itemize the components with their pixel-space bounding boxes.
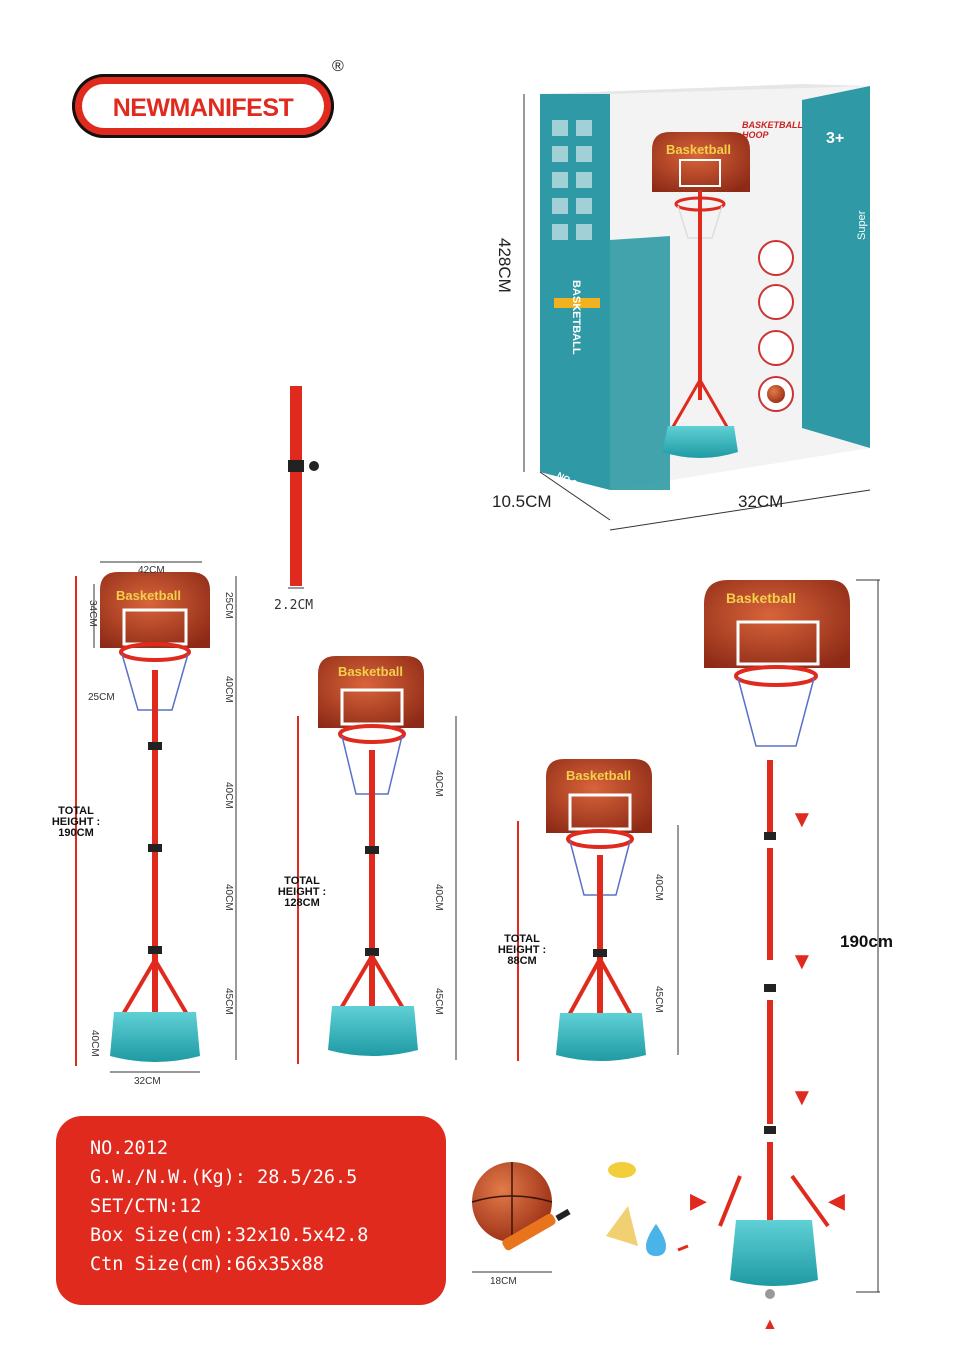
box-side-title: BASKETBALL bbox=[570, 280, 582, 355]
box-hoop-badge: BASKETBALL HOOP bbox=[742, 120, 803, 140]
right-arrow-icon: ▶ bbox=[690, 1188, 707, 1213]
ball-size-label: 18CM bbox=[490, 1276, 517, 1287]
box-width-label: 32CM bbox=[738, 492, 784, 511]
accessories-drawing bbox=[471, 1162, 689, 1273]
hoop-190-sign-text: Basketball bbox=[116, 588, 182, 603]
hoop-128-sign-text: Basketball bbox=[338, 664, 404, 679]
hoop-128-seg-1: 40CM bbox=[433, 770, 444, 797]
hoop-88-drawing bbox=[517, 759, 679, 1061]
hoop-190-figure bbox=[60, 560, 260, 1080]
hoop-88-sign-text: Basketball bbox=[566, 768, 632, 783]
spec-box-size: Box Size(cm):32x10.5x42.8 bbox=[90, 1225, 369, 1246]
hoop-190-width-label: 42CM bbox=[138, 565, 165, 576]
product-box-drawing bbox=[523, 84, 871, 531]
spec-weight: G.W./N.W.(Kg): 28.5/26.5 bbox=[90, 1167, 358, 1188]
hoop-190-seg-1: 25CM bbox=[223, 592, 234, 619]
brand-logo: NEWMANIFEST bbox=[72, 74, 334, 138]
hoop-128-figure bbox=[290, 650, 470, 1070]
box-height-label: 428CM bbox=[495, 238, 514, 293]
registered-mark: ® bbox=[332, 58, 344, 75]
left-arrow-icon: ◀ bbox=[828, 1188, 845, 1213]
hoop-128-seg-2: 40CM bbox=[433, 884, 444, 911]
hoop-190-base-width-label: 32CM bbox=[134, 1076, 161, 1087]
spec-set-ctn: SET/CTN:12 bbox=[90, 1196, 202, 1217]
pole-part-drawing bbox=[288, 386, 319, 589]
spec-ctn-size: Ctn Size(cm):66x35x88 bbox=[90, 1254, 324, 1275]
brand-logo-inner: NEWMANIFEST bbox=[82, 84, 324, 128]
hoop-128-total: TOTAL HEIGHT : 128CM bbox=[270, 876, 334, 909]
hoop-190-drawing bbox=[75, 561, 237, 1073]
hoop-128-seg-3: 45CM bbox=[433, 988, 444, 1015]
box-depth-label: 10.5CM bbox=[492, 492, 552, 511]
accessories bbox=[460, 1150, 690, 1290]
pole-part bbox=[270, 380, 330, 600]
exploded-drawing bbox=[704, 579, 880, 1299]
hoop-88-total-line-2: HEIGHT : bbox=[497, 944, 547, 956]
hoop-128-total-line-2: HEIGHT : bbox=[277, 886, 327, 898]
hoop-88-figure bbox=[510, 755, 690, 1075]
hoop-190-total-line-2: HEIGHT : bbox=[51, 816, 101, 828]
specs-panel: NO.2012 G.W./N.W.(Kg): 28.5/26.5 SET/CTN… bbox=[56, 1116, 446, 1305]
box-age-badge: 3+ bbox=[826, 130, 845, 147]
hoop-88-total-line-1: TOTAL bbox=[504, 933, 540, 945]
hoop-190-seg-3: 40CM bbox=[223, 782, 234, 809]
spec-model: NO.2012 bbox=[90, 1138, 168, 1159]
hoop-128-drawing bbox=[297, 656, 457, 1064]
down-arrow-icon: ▼ bbox=[790, 806, 814, 833]
hoop-88-total: TOTAL HEIGHT : 88CM bbox=[490, 934, 554, 967]
hoop-190-seg-5: 45CM bbox=[223, 988, 234, 1015]
exploded-height-label: 190cm bbox=[840, 932, 893, 951]
exploded-sign-text: Basketball bbox=[726, 590, 797, 606]
hoop-190-board-height-label: 34CM bbox=[87, 600, 98, 627]
hoop-190-total: TOTAL HEIGHT : 190CM bbox=[44, 806, 108, 839]
pole-diameter-label: 2.2CM bbox=[274, 598, 314, 613]
brand-name: NEWMANIFEST bbox=[112, 94, 294, 122]
hoop-190-total-line-1: TOTAL bbox=[58, 805, 94, 817]
hoop-190-seg-4: 40CM bbox=[223, 884, 234, 911]
box-sign-text: Basketball bbox=[666, 142, 732, 157]
hoop-190-seg-2: 40CM bbox=[223, 676, 234, 703]
hoop-190-base-height-label: 40CM bbox=[89, 1030, 100, 1057]
hoop-128-total-line-1: TOTAL bbox=[284, 875, 320, 887]
hoop-190-total-line-3: 190CM bbox=[58, 827, 94, 839]
down-arrow-icon: ▼ bbox=[790, 948, 814, 975]
exploded-figure bbox=[680, 570, 910, 1340]
product-box: Basketball BASKETBALL HOOP 3+ BASKETBALL… bbox=[520, 80, 904, 540]
down-arrow-icon: ▼ bbox=[790, 1084, 814, 1111]
hoop-190-rim-label: 25CM bbox=[88, 692, 115, 703]
hoop-128-total-line-3: 128CM bbox=[284, 897, 320, 909]
box-front-subtitle: Super power bbox=[856, 210, 880, 240]
hoop-88-seg-2: 45CM bbox=[653, 986, 664, 1013]
up-arrow-icon: ▲ bbox=[762, 1316, 778, 1333]
hoop-88-total-line-3: 88CM bbox=[507, 955, 537, 967]
hoop-88-seg-1: 40CM bbox=[653, 874, 664, 901]
